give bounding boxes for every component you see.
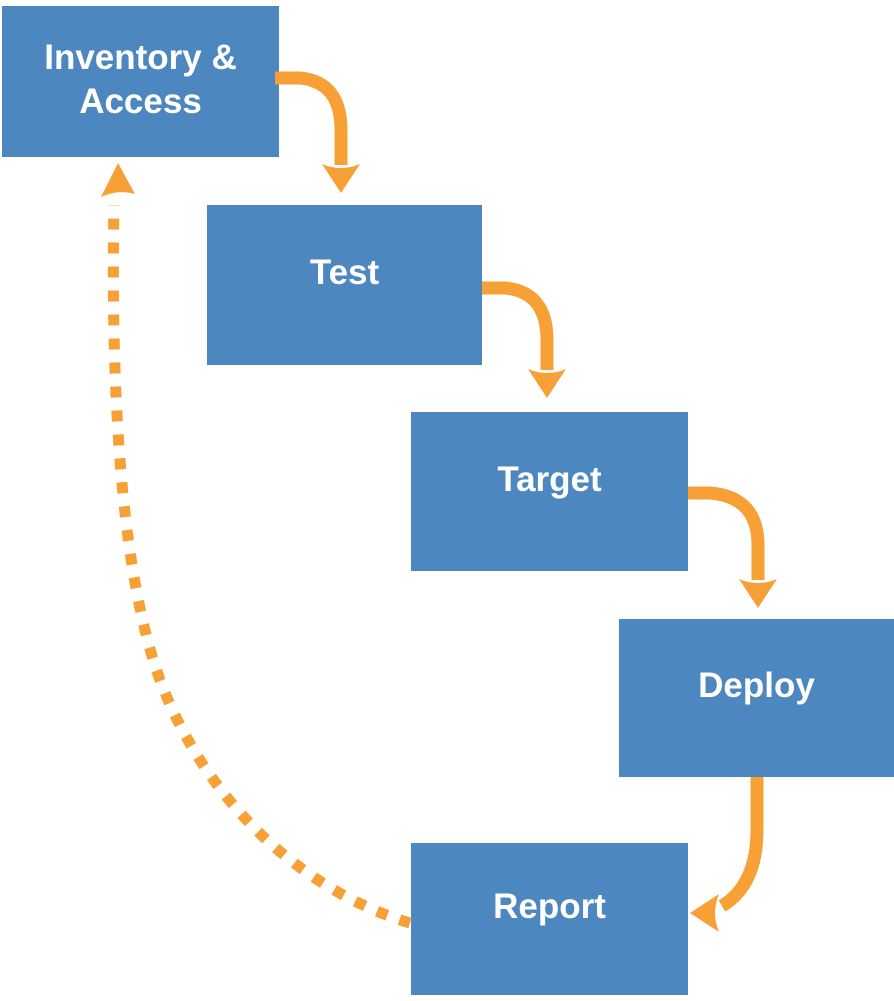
node-report: Report	[411, 843, 688, 995]
node-inventory-access: Inventory & Access	[2, 6, 279, 157]
arrowhead-left-icon	[690, 894, 719, 932]
node-label: Test	[309, 253, 380, 293]
edge-inventory-to-test	[275, 71, 360, 193]
edge-deploy-to-report	[690, 777, 764, 932]
edge-test-to-target	[482, 281, 566, 398]
node-deploy: Deploy	[619, 619, 894, 777]
arrowhead-down-icon	[322, 164, 360, 193]
node-label: Inventory & Access	[44, 37, 237, 121]
edge-line	[688, 486, 765, 580]
edge-target-to-deploy	[688, 486, 777, 608]
node-test: Test	[207, 205, 482, 365]
arrowhead-down-icon	[528, 369, 566, 398]
arrowhead-down-icon	[739, 579, 777, 608]
node-label: Report	[493, 887, 606, 927]
edge-line	[718, 777, 764, 912]
node-label: Target	[497, 459, 602, 499]
arrowhead-up-icon	[101, 163, 135, 197]
node-target: Target	[411, 412, 688, 571]
edge-line	[482, 281, 554, 370]
node-label: Deploy	[698, 666, 815, 706]
edge-line	[275, 71, 348, 165]
